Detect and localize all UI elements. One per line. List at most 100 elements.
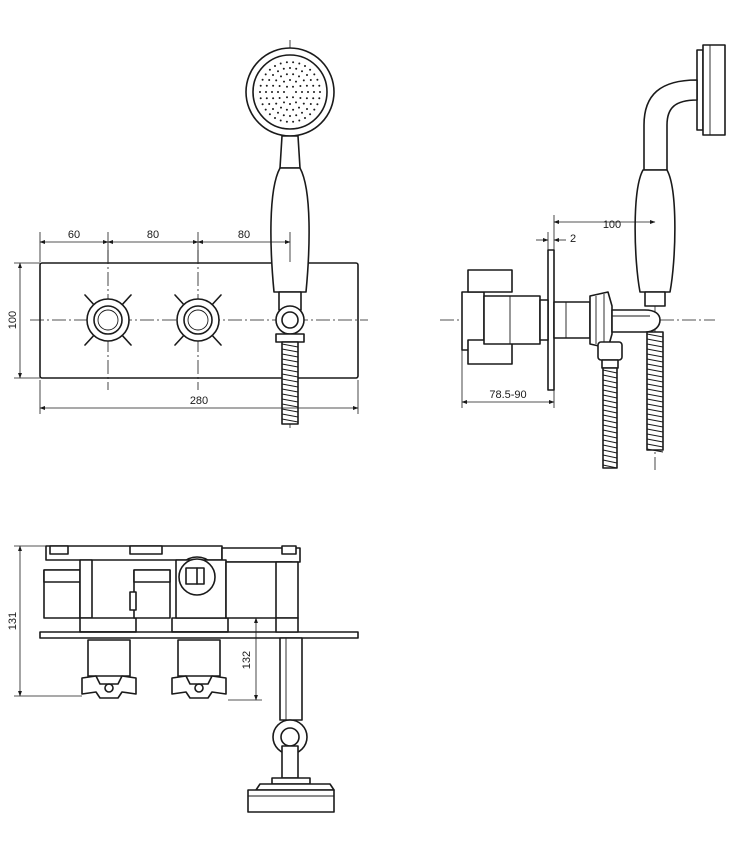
hose-coil — [602, 404, 618, 409]
hose-coil-side-left — [602, 369, 618, 469]
nozzle — [271, 91, 273, 93]
dim-132: 132 — [241, 651, 253, 669]
nozzle — [312, 84, 315, 87]
hose-coil — [602, 379, 618, 384]
nozzle — [305, 84, 308, 87]
hose-coil — [602, 419, 618, 424]
nozzle — [316, 103, 319, 106]
nozzle — [301, 91, 303, 93]
shower-handle-side — [634, 44, 726, 453]
hose-coil — [646, 408, 664, 413]
hose-coil — [602, 399, 618, 404]
nozzle — [304, 117, 306, 119]
dim-side-78-90: 78.5-90 — [489, 389, 526, 401]
side-view: 100 2 78.5-90 — [440, 44, 726, 470]
valve-body-side — [461, 269, 613, 365]
hose-coil — [281, 398, 299, 403]
hose-coil — [602, 464, 618, 469]
nozzle — [306, 74, 308, 76]
hose-coil — [646, 348, 664, 353]
hose-coil — [646, 388, 664, 393]
nozzle — [279, 62, 282, 65]
hose-coil — [281, 368, 299, 373]
hose-coil — [602, 449, 618, 454]
hose-outlet-side — [597, 341, 623, 469]
hose-coil — [646, 363, 664, 368]
dim-100-height: 100 — [7, 311, 19, 329]
nozzle — [259, 91, 261, 93]
front-dimensions: 60 80 80 100 280 — [7, 229, 359, 414]
nozzle — [286, 96, 288, 99]
nozzle — [309, 68, 312, 71]
hose-coil — [646, 433, 664, 438]
dim-80b: 80 — [238, 229, 250, 241]
shower-outlet-plan — [247, 617, 335, 813]
cross-handle-left — [84, 294, 132, 346]
hose-coil — [646, 448, 664, 453]
nozzle — [285, 120, 288, 123]
hose-coil — [646, 423, 664, 428]
nozzle — [319, 91, 321, 93]
hose-coil — [281, 378, 299, 383]
hose-coil — [646, 383, 664, 388]
hose-coil — [646, 403, 664, 408]
nozzle — [278, 85, 281, 87]
hose-coil — [602, 389, 618, 394]
nozzle — [275, 102, 278, 105]
hose-coil-side-right — [646, 333, 664, 453]
nozzle — [305, 97, 308, 100]
nozzle — [289, 79, 291, 81]
hose-coil — [646, 333, 664, 338]
nozzle — [289, 115, 291, 117]
nozzle — [306, 108, 308, 110]
nozzle — [286, 85, 288, 88]
nozzle — [298, 119, 301, 122]
nozzle — [295, 91, 297, 93]
nozzle — [292, 85, 294, 88]
nozzle — [298, 75, 300, 78]
nozzle — [280, 106, 282, 109]
nozzle — [289, 67, 291, 69]
nozzle — [292, 96, 294, 99]
dim-131: 131 — [7, 612, 19, 630]
hose-coil — [602, 439, 618, 444]
dim-280: 280 — [190, 395, 208, 407]
hose-coil — [602, 444, 618, 449]
nozzle — [274, 117, 276, 119]
cross-handle-right — [174, 294, 222, 346]
nozzle — [292, 120, 295, 123]
shower-head-front — [245, 47, 335, 425]
nozzle — [285, 61, 288, 64]
nozzle — [279, 119, 282, 122]
nozzle — [302, 79, 305, 82]
nozzle — [313, 108, 316, 111]
nozzle — [272, 74, 274, 76]
hose-coil — [602, 459, 618, 464]
nozzle — [261, 78, 264, 81]
hose-coil — [281, 353, 299, 358]
nozzle — [282, 67, 285, 70]
nozzle — [283, 80, 285, 83]
nozzle — [312, 97, 315, 100]
hose-coil-front — [281, 343, 299, 423]
nozzle — [280, 75, 282, 78]
nozzle — [272, 97, 275, 100]
nozzle — [302, 102, 305, 105]
nozzle — [264, 108, 267, 111]
nozzle — [268, 68, 271, 71]
hose-coil — [646, 428, 664, 433]
nozzle — [301, 111, 303, 114]
diverter-top — [175, 556, 227, 619]
nozzle — [299, 85, 302, 87]
hose-coil — [281, 393, 299, 398]
hose-coil — [602, 394, 618, 399]
nozzle — [309, 79, 312, 81]
hose-coil — [281, 383, 299, 388]
hose-coil — [646, 373, 664, 378]
hose-coil — [646, 418, 664, 423]
hose-coil — [602, 384, 618, 389]
nozzle — [295, 67, 298, 70]
nozzle — [259, 97, 262, 100]
nozzle — [278, 97, 281, 99]
dim-side-2: 2 — [570, 233, 576, 245]
